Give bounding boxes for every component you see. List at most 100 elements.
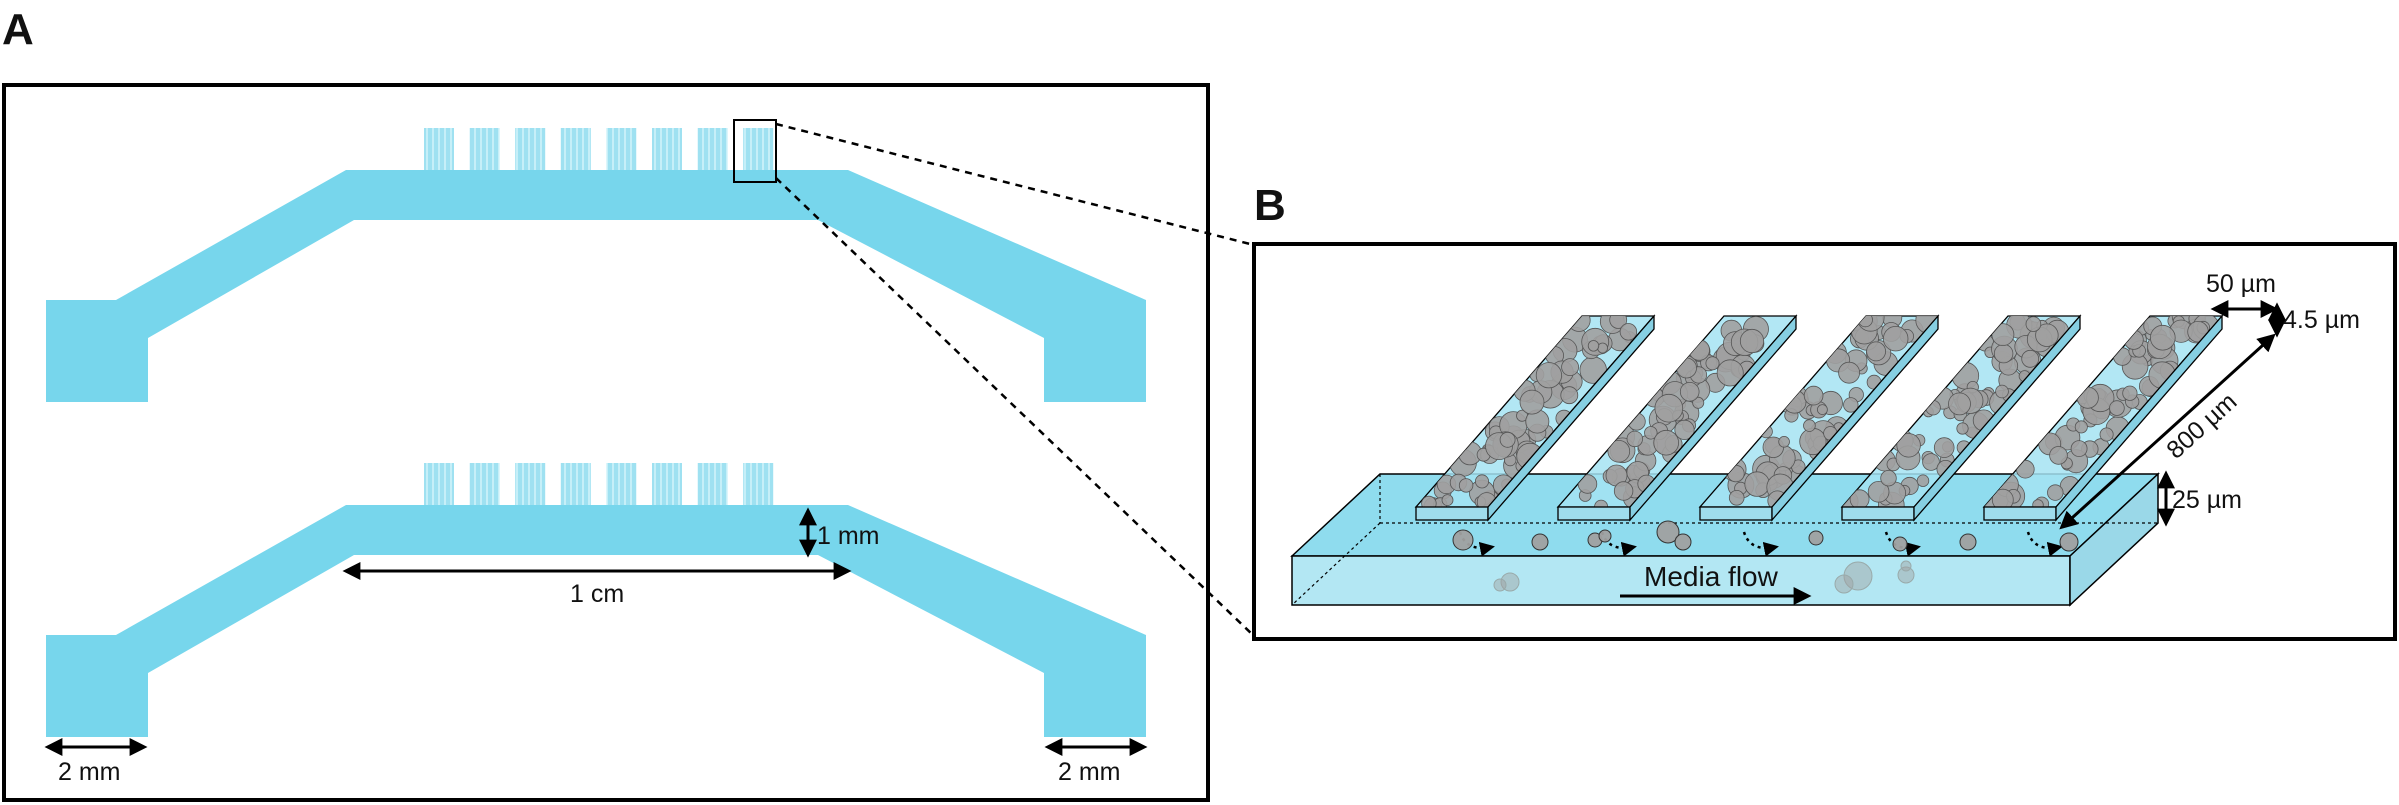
cell xyxy=(1867,480,1890,503)
trap-array-6 xyxy=(652,463,682,507)
panel-a-letter: A xyxy=(2,5,34,54)
cell xyxy=(2035,323,2059,347)
cell xyxy=(2021,349,2040,368)
cell xyxy=(2122,385,2138,401)
label-4p5um: 4.5 µm xyxy=(2283,306,2360,334)
cell xyxy=(1916,474,1930,487)
cell xyxy=(1739,328,1765,354)
cell xyxy=(2070,440,2088,458)
cell xyxy=(2099,427,2114,442)
cell xyxy=(1619,323,1638,341)
cell xyxy=(1679,381,1700,402)
flowing-cell xyxy=(1493,578,1507,592)
cell xyxy=(1803,419,1816,432)
cell xyxy=(1626,430,1644,448)
cell xyxy=(1519,389,1545,415)
trap-array-7 xyxy=(697,463,728,507)
cell xyxy=(1676,357,1697,379)
trap-array-8 xyxy=(743,128,774,172)
cell xyxy=(1838,361,1860,384)
cell xyxy=(1716,359,1744,387)
cell xyxy=(1956,422,1969,435)
flowing-cell xyxy=(1674,533,1692,551)
flowing-cell xyxy=(1900,560,1912,572)
main-channel-shape xyxy=(46,505,1146,737)
cell xyxy=(1560,386,1579,405)
cell xyxy=(2047,484,2064,501)
label-1mm: 1 mm xyxy=(817,522,880,550)
trap-array-2 xyxy=(469,463,500,507)
cell xyxy=(1866,341,1886,362)
flowing-cell xyxy=(1897,566,1915,584)
cell xyxy=(1499,431,1516,448)
cell xyxy=(1728,489,1745,506)
cell xyxy=(1882,326,1909,352)
zoom-box xyxy=(733,119,777,183)
cell xyxy=(1441,494,1454,507)
trap-channel-4 xyxy=(1840,314,2082,557)
cell xyxy=(2016,459,2035,479)
cell xyxy=(2074,420,2088,434)
flowing-cell xyxy=(1892,536,1908,552)
main-channel-front xyxy=(1291,555,2071,606)
trap-channel-3 xyxy=(1698,314,1940,557)
flowing-cell xyxy=(1834,574,1854,594)
cell xyxy=(1644,426,1658,440)
cell xyxy=(1458,478,1474,493)
label-media-flow: Media flow xyxy=(1644,561,1779,592)
trap-array-4 xyxy=(560,463,591,507)
cell xyxy=(1587,340,1600,352)
dim-arrow-800um xyxy=(2059,333,2276,530)
cell xyxy=(1991,323,2015,347)
cell xyxy=(1782,389,1807,414)
trap-array-7 xyxy=(697,128,728,172)
cell-exit-arrow xyxy=(1884,531,1921,557)
cell xyxy=(1933,437,1955,458)
trap-array-8 xyxy=(743,463,774,507)
cell xyxy=(1995,384,2009,399)
cell xyxy=(1705,356,1720,371)
zoom-line-top xyxy=(775,122,1255,247)
flowing-cells xyxy=(1452,520,2079,594)
cell xyxy=(1692,396,1705,409)
cell-exit-arrow xyxy=(1742,531,1779,557)
trap-channel-2 xyxy=(1556,314,1798,557)
cell xyxy=(1744,471,1770,497)
cell xyxy=(1475,474,1490,489)
cell xyxy=(2113,347,2132,366)
cell xyxy=(1993,343,2014,364)
panel-b-letter: B xyxy=(1254,181,1286,230)
cell xyxy=(2025,316,2042,332)
cell xyxy=(1609,316,1628,329)
label-2mm-left: 2 mm xyxy=(58,758,121,786)
trap-array-1 xyxy=(424,128,454,172)
flowing-cell xyxy=(1656,520,1680,544)
flowing-cell xyxy=(1959,533,1977,551)
cell xyxy=(2076,386,2099,409)
trap-array-2 xyxy=(469,128,500,172)
device-group xyxy=(46,128,1146,737)
cell xyxy=(1759,424,1773,439)
trap-channel-1 xyxy=(1414,314,1656,557)
cell-exit-arrow xyxy=(2026,531,2063,557)
label-25um: 25 µm xyxy=(2172,486,2242,514)
trap-array-3 xyxy=(515,463,546,507)
cell xyxy=(1561,358,1579,377)
cell xyxy=(1857,316,1873,328)
microfluidic-device-1 xyxy=(46,128,1146,402)
trap-array-5 xyxy=(606,463,637,507)
cell xyxy=(2150,324,2176,351)
label-2mm-right: 2 mm xyxy=(1058,758,1121,786)
flowing-cell xyxy=(1598,529,1612,543)
flowing-cell xyxy=(1531,533,1549,551)
cell xyxy=(1991,488,2014,507)
cell xyxy=(2032,499,2044,507)
cell xyxy=(1948,392,1971,416)
cell xyxy=(1922,453,1940,471)
flowing-cell xyxy=(1808,530,1824,546)
panel-a-frame xyxy=(2,83,1210,802)
cell-exit-arrow xyxy=(1458,531,1495,557)
trap-array-3 xyxy=(515,128,546,172)
cell xyxy=(1880,470,1897,487)
